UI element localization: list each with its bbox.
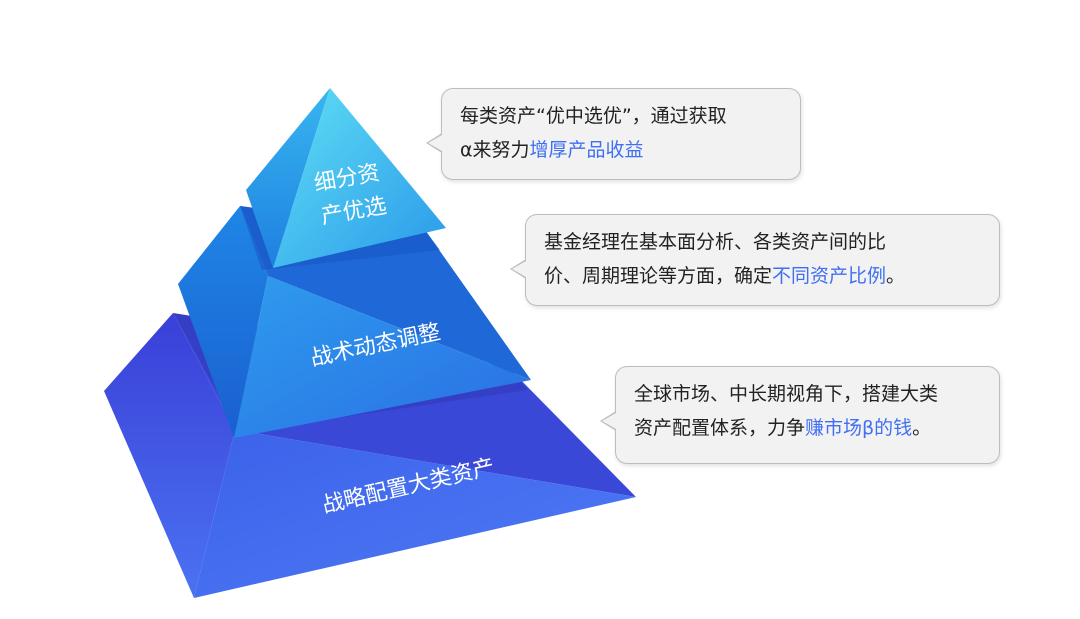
callout-top-line2-prefix: α来努力 (460, 139, 530, 161)
callout-top-line2: α来努力增厚产品收益 (460, 133, 784, 167)
callout-middle-highlight: 不同资产比例 (772, 265, 887, 287)
callout-middle: 基金经理在基本面分析、各类资产间的比 价、周期理论等方面，确定不同资产比例。 (510, 214, 1000, 306)
callout-bottom: 全球市场、中长期视角下，搭建大类 资产配置体系，力争赚市场β的钱。 (600, 366, 1000, 464)
callout-top-line1: 每类资产“优中选优”，通过获取 (460, 105, 727, 127)
callout-pointer (426, 133, 442, 153)
callout-middle-line2-prefix: 价、周期理论等方面，确定 (544, 265, 773, 287)
callout-middle-line2-suffix: 。 (886, 265, 906, 287)
callout-top: 每类资产“优中选优”，通过获取 α来努力增厚产品收益 (426, 88, 801, 180)
callout-pointer (600, 411, 616, 431)
pyramid-tier-top: 细分资 产优选 (246, 88, 446, 268)
callout-bottom-line1: 全球市场、中长期视角下，搭建大类 (634, 383, 939, 405)
callout-pointer (510, 259, 526, 279)
callout-middle-line2: 价、周期理论等方面，确定不同资产比例。 (544, 259, 983, 293)
callout-middle-line1: 基金经理在基本面分析、各类资产间的比 (544, 231, 887, 253)
callout-bottom-line2: 资产配置体系，力争赚市场β的钱。 (634, 411, 983, 445)
callout-bottom-line2-prefix: 资产配置体系，力争 (634, 417, 806, 439)
callout-bottom-highlight: 赚市场β的钱 (805, 417, 913, 439)
callout-bottom-line2-suffix: 。 (912, 417, 932, 439)
callout-top-highlight: 增厚产品收益 (529, 139, 644, 161)
